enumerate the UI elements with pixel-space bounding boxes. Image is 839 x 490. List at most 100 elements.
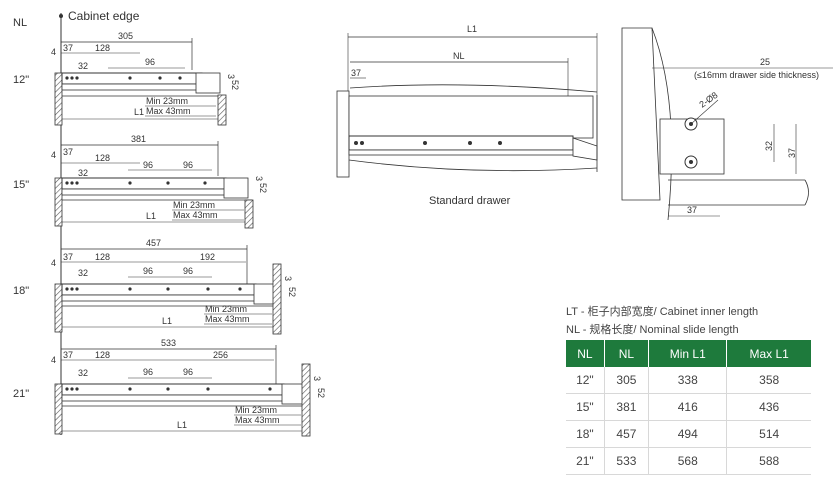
dim-192: 192 xyxy=(200,252,215,262)
dim-128: 128 xyxy=(95,43,110,53)
dim-52: 52 xyxy=(316,388,326,398)
table-cell: 15" xyxy=(566,393,605,421)
hole-spec: 2-Ø8 xyxy=(697,90,719,110)
row-size-label: 18" xyxy=(13,285,29,297)
max-clearance: Max 43mm xyxy=(235,415,280,425)
table-cell: 514 xyxy=(726,420,811,448)
row-size-label: 21" xyxy=(13,388,29,400)
dim-96-b: 96 xyxy=(183,160,193,170)
max-clearance: Max 43mm xyxy=(205,314,250,324)
table-cell: 21" xyxy=(566,447,605,475)
min-clearance: Min 23mm xyxy=(173,200,215,210)
drawer-front xyxy=(336,90,350,178)
standard-drawer-drawing: L1 NL 37 Standard drawer xyxy=(336,24,598,207)
dim-96-b: 96 xyxy=(183,367,193,377)
dim-96-b: 96 xyxy=(183,266,193,276)
min-clearance: Min 23mm xyxy=(235,405,277,415)
slide-row-18: 18" 457 128 192 37 4 96 96 32 3 52 Min 2… xyxy=(13,238,297,335)
dim-37-horizontal: 37 xyxy=(687,205,697,215)
cabinet-wall xyxy=(54,72,63,126)
side-thickness-note: (≤16mm drawer side thickness) xyxy=(694,70,819,80)
l1-label: L1 xyxy=(134,107,144,117)
dim-128: 128 xyxy=(95,350,110,360)
table-row: 12" 305 338 358 xyxy=(566,367,811,394)
length-value: 305 xyxy=(118,31,133,41)
max-clearance: Max 43mm xyxy=(173,210,218,220)
table-row: 18" 457 494 514 xyxy=(566,420,811,448)
l1-label: L1 xyxy=(162,316,172,326)
l1-label: L1 xyxy=(467,24,477,34)
dim-3: 3 xyxy=(254,176,264,181)
slide-row-15: 15" 381 128 37 4 96 96 32 3 52 Min 23mm … xyxy=(13,134,268,229)
slide-row-21: 21" 533 128 256 37 4 96 96 32 3 52 Min 2… xyxy=(13,338,326,437)
table-cell: 494 xyxy=(648,420,727,448)
table-row: 21" 533 568 588 xyxy=(566,447,811,475)
slide-rail xyxy=(348,135,574,151)
dim-25: 25 xyxy=(760,57,770,67)
table-cell: 457 xyxy=(603,420,649,448)
cabinet-side-panel xyxy=(621,27,661,201)
dim-52: 52 xyxy=(258,183,268,193)
dim-96-a: 96 xyxy=(143,266,153,276)
drawer-box xyxy=(348,95,594,139)
table-header: NL xyxy=(604,340,650,367)
dim-37-vertical: 37 xyxy=(787,148,797,158)
length-value: 533 xyxy=(161,338,176,348)
table-row: 15" 381 416 436 xyxy=(566,393,811,421)
table-cell: 416 xyxy=(648,393,727,421)
spec-table: NL NL Min L1 Max L1 12" 305 338 358 15" … xyxy=(566,340,811,475)
table-cell: 305 xyxy=(603,367,649,394)
legend-lt: LT - 柜子内部宽度/ Cabinet inner length xyxy=(566,306,759,318)
row-size-label: 12" xyxy=(13,74,29,86)
dim-96-a: 96 xyxy=(143,160,153,170)
table-cell: 588 xyxy=(726,447,811,475)
table-cell: 18" xyxy=(566,420,605,448)
dim-4: 4 xyxy=(51,150,56,160)
dim-37: 37 xyxy=(63,43,73,53)
max-clearance: Max 43mm xyxy=(146,106,191,116)
cabinet-edge-marker xyxy=(59,14,63,18)
table-header: Max L1 xyxy=(726,340,811,367)
dim-256: 256 xyxy=(213,350,228,360)
dim-32: 32 xyxy=(78,61,88,71)
table-cell: 338 xyxy=(648,367,727,394)
table-cell: 358 xyxy=(726,367,811,394)
dim-32: 32 xyxy=(78,168,88,178)
l1-label: L1 xyxy=(146,211,156,221)
min-clearance: Min 23mm xyxy=(146,96,188,106)
length-value: 381 xyxy=(131,134,146,144)
dim-96-a: 96 xyxy=(143,367,153,377)
table-cell: 12" xyxy=(566,367,605,394)
nl-label: NL xyxy=(453,51,465,61)
table-cell: 533 xyxy=(603,447,649,475)
table-cell: 436 xyxy=(726,393,811,421)
dim-32: 32 xyxy=(78,268,88,278)
dim-52: 52 xyxy=(230,80,240,90)
dim-3: 3 xyxy=(312,376,322,381)
nl-column-label: NL xyxy=(13,17,27,29)
dim-37: 37 xyxy=(63,252,73,262)
cabinet-edge-label: Cabinet edge xyxy=(68,9,140,23)
legend-nl: NL - 规格长度/ Nominal slide length xyxy=(566,324,739,336)
dim-37: 37 xyxy=(63,147,73,157)
dim-128: 128 xyxy=(95,153,110,163)
table-cell: 381 xyxy=(603,393,649,421)
length-value: 457 xyxy=(146,238,161,248)
table-cell: 568 xyxy=(648,447,727,475)
dim-3: 3 xyxy=(283,276,293,281)
min-clearance: Min 23mm xyxy=(205,304,247,314)
dim-3: 3 xyxy=(226,74,236,79)
dim-4: 4 xyxy=(51,47,56,57)
dim-4: 4 xyxy=(51,355,56,365)
dim-128: 128 xyxy=(95,252,110,262)
slide-row-12: 12" 305 128 37 4 96 32 3 52 Min 23mm Max… xyxy=(13,31,240,126)
table-header: NL xyxy=(566,340,605,367)
dim-52: 52 xyxy=(287,287,297,297)
standard-drawer-caption: Standard drawer xyxy=(429,195,511,207)
table-header: Min L1 xyxy=(648,340,728,367)
table-header-row: NL NL Min L1 Max L1 xyxy=(566,340,811,367)
row-size-label: 15" xyxy=(13,179,29,191)
dim-37: 37 xyxy=(63,350,73,360)
dim-96: 96 xyxy=(145,57,155,67)
